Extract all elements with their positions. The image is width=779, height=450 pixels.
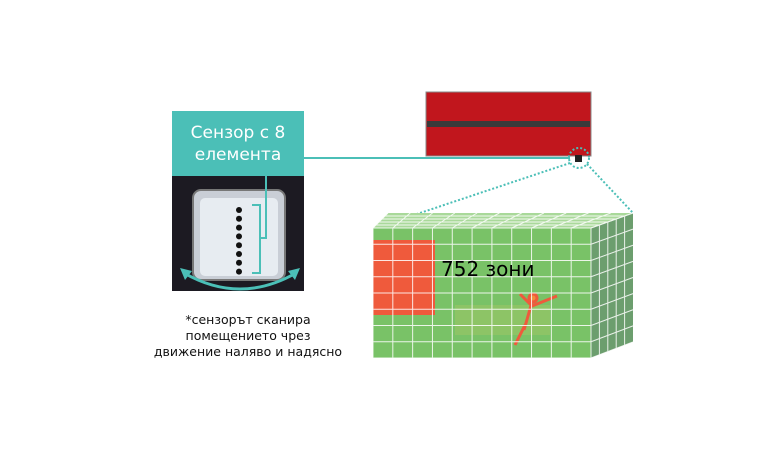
sensor-element-dot: [236, 242, 242, 249]
sweep-arrow: [183, 271, 297, 291]
hot-window: [373, 240, 435, 315]
sensor-element-dot: [236, 259, 242, 266]
sensor-element-dot: [236, 251, 242, 257]
leader-line: [260, 176, 267, 239]
grid-line: [590, 244, 634, 261]
sensor-photo: [172, 176, 304, 291]
arrow-right-icon: [288, 268, 300, 280]
sensor-label: Сензор с 8 елемента: [172, 111, 304, 176]
sensor-label-line1: Сензор с 8: [190, 122, 286, 143]
air-conditioner: [374, 91, 634, 229]
sensor-element-dot: [236, 233, 242, 240]
sensor-icon: [575, 155, 582, 162]
sensor-element-dot: [236, 215, 242, 222]
caption: *сензорът сканира помещението чрез движе…: [130, 312, 366, 360]
sensor-elements: [236, 207, 242, 275]
grid-line: [590, 228, 634, 245]
grid-line: [590, 260, 634, 278]
grid-line: [590, 277, 634, 294]
grid-line: [590, 341, 634, 359]
caption-line3: движение наляво и надясно: [153, 344, 343, 359]
sensor-element-dot: [236, 207, 242, 213]
sensor-element-dot: [236, 224, 242, 231]
grid-line: [590, 293, 634, 310]
zones-label: 752 зони: [441, 257, 535, 281]
caption-line1: *сензорът сканира: [185, 312, 311, 327]
grid-line: [590, 325, 634, 343]
sensor-label-line2: елемента: [194, 144, 282, 165]
sensor-element-dot: [236, 268, 242, 275]
arrow-left-icon: [180, 268, 192, 280]
grid-line: [590, 309, 634, 326]
zone-grid-cube: [372, 212, 634, 359]
caption-line2: помещението чрез: [185, 328, 311, 343]
